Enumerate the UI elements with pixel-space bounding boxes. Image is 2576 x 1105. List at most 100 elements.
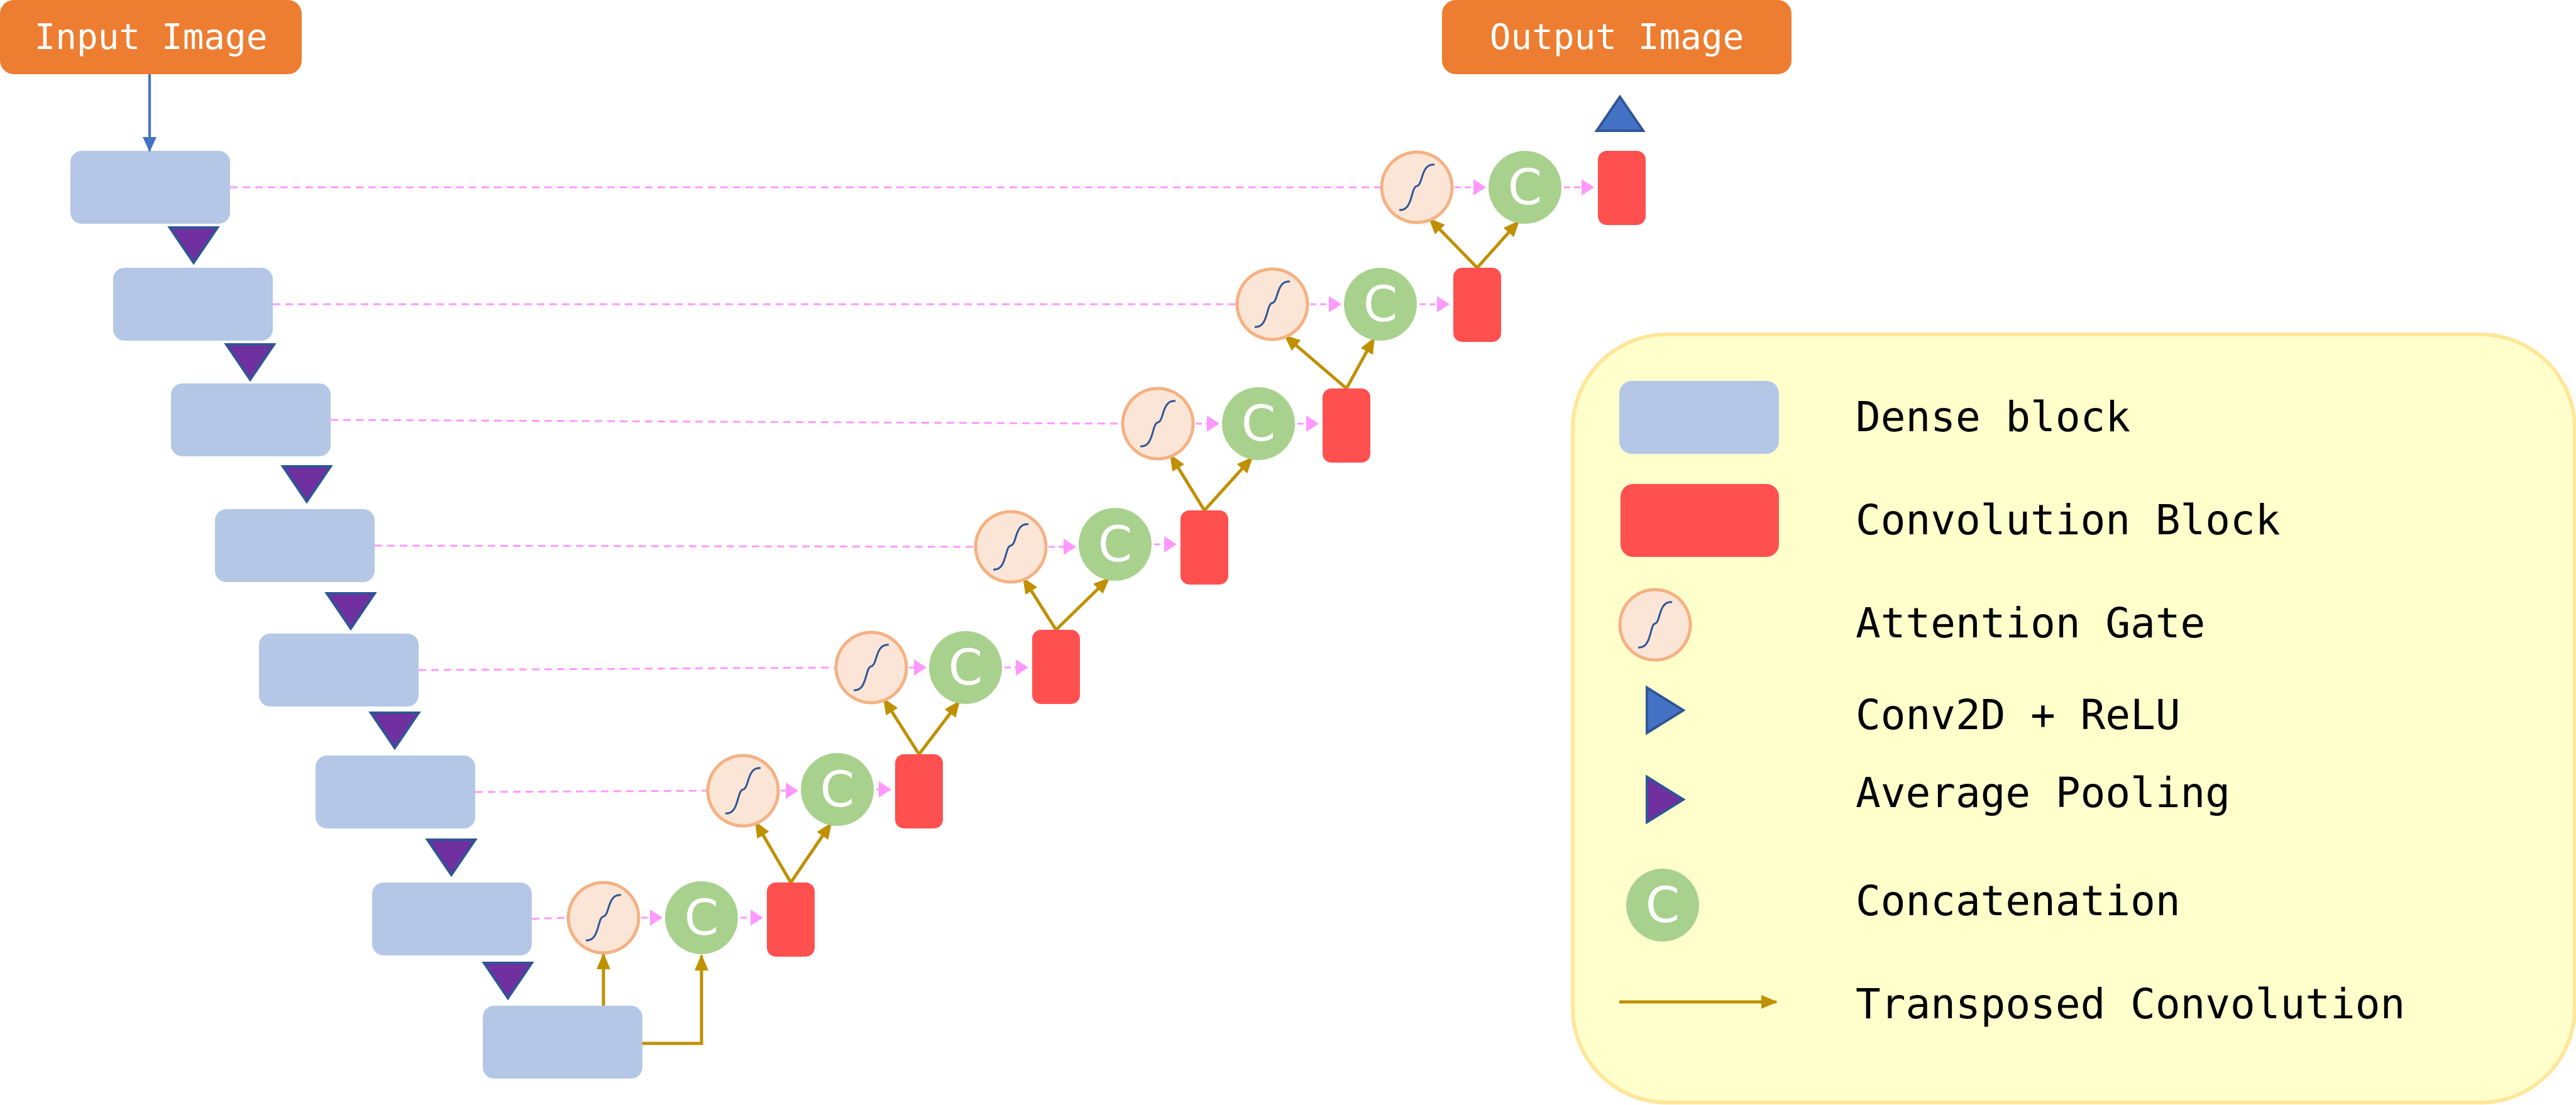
dense-block-2: [113, 268, 273, 341]
transposed-conv-to-ag-3: [1169, 454, 1206, 512]
attention-gate-5: [834, 630, 908, 705]
transposed-conv-to-ag-5: [882, 698, 921, 756]
output-image-label: Output Image: [1490, 17, 1744, 58]
convolution-block-1: [1598, 151, 1646, 225]
legend-average-pooling-label: Average Pooling: [1856, 769, 2230, 817]
concatenation-7: [665, 881, 738, 954]
dense-block-7: [372, 882, 532, 955]
output-image-box: Output Image: [1442, 0, 1792, 74]
sigmoid-icon-5: [853, 644, 889, 691]
transposed-conv-to-concat-5: [918, 700, 960, 756]
flow-concat-to-conv-2-head: [1437, 296, 1450, 312]
average-pooling-icon-3: [280, 465, 333, 504]
sigmoid-icon-6: [725, 767, 761, 815]
attention-gate-3: [1121, 387, 1195, 461]
convolution-block-2: [1453, 268, 1501, 342]
sigmoid-icon-3: [1140, 400, 1176, 448]
sigmoid-icon-1: [1399, 163, 1435, 211]
flow-concat-to-conv-5-head: [1016, 659, 1028, 676]
average-pooling-icon-6: [425, 838, 478, 877]
convolution-block-4: [1181, 510, 1228, 585]
concatenation-2: [1344, 268, 1417, 341]
flow-ag-to-concat-4-head: [1064, 539, 1076, 555]
concatenation-5: [929, 631, 1002, 704]
convolution-block-3: [1323, 388, 1370, 463]
concatenation-3: [1222, 387, 1295, 460]
skip-connection-4: [374, 544, 976, 548]
attention-gate-4: [974, 510, 1048, 584]
convolution-block-5: [1032, 630, 1080, 704]
transposed-conv-to-ag-2: [1284, 334, 1348, 390]
attention-gate-1: [1380, 150, 1454, 224]
legend: Dense block Convolution Block Attention …: [1571, 333, 2576, 1104]
legend-dense-block-label: Dense block: [1856, 393, 2130, 441]
concatenation-letter-3: C: [1241, 396, 1275, 453]
concatenation-letter-7: C: [685, 890, 718, 947]
legend-convolution-block-label: Convolution Block: [1856, 496, 2281, 544]
concatenation-1: [1489, 151, 1561, 224]
transposed-conv-to-concat-1: [1476, 220, 1520, 269]
flow-concat-to-conv-6-head: [879, 781, 891, 798]
dense-block-4: [215, 509, 375, 582]
skip-connection-3: [330, 419, 1123, 425]
transposed-conv-to-ag-4: [1021, 577, 1058, 631]
svg-text:C: C: [1646, 877, 1680, 934]
legend-concatenation-icon: C: [1626, 869, 1699, 942]
flow-concat-to-conv-7-head: [751, 910, 763, 926]
skip-connection-6: [475, 789, 708, 793]
legend-attention-gate-icon: [1618, 588, 1692, 662]
average-pooling-icon-2: [224, 343, 277, 382]
attention-gate-2: [1235, 267, 1309, 341]
conv2d-relu-icon: [1594, 94, 1646, 132]
legend-conv2d-relu-label: Conv2D + ReLU: [1856, 691, 2181, 739]
transposed-conv-to-concat-2: [1345, 337, 1376, 390]
concatenation-letter-2: C: [1363, 277, 1397, 333]
legend-dense-block-icon: [1619, 381, 1779, 454]
attention-gate-7: [566, 881, 641, 955]
concatenation-letter-4: C: [1098, 517, 1132, 573]
skip-connection-7: [531, 916, 569, 920]
flow-ag-to-concat-5-head: [914, 659, 927, 676]
dense-block-3: [171, 383, 331, 456]
dense-block-8: [483, 1006, 642, 1079]
transposed-conv-bottleneck-to-concat: [642, 954, 708, 1045]
flow-concat-to-conv-4-head: [1164, 536, 1177, 552]
legend-convolution-block-icon: [1621, 484, 1779, 557]
transposed-conv-to-concat-4: [1055, 577, 1110, 631]
dense-block-1: [70, 151, 230, 224]
concatenation-letter-5: C: [949, 640, 983, 696]
concatenation-4: [1079, 508, 1152, 581]
legend-average-pooling-icon: [1646, 774, 1686, 825]
average-pooling-icon-1: [167, 226, 220, 265]
flow-ag-to-concat-3-head: [1207, 415, 1219, 432]
flow-concat-to-conv-3-head: [1306, 415, 1319, 432]
concatenation-letter-1: C: [1508, 160, 1542, 216]
transposed-conv-to-concat-6: [789, 822, 833, 884]
convolution-block-7: [767, 882, 815, 957]
sigmoid-icon-4: [993, 523, 1029, 571]
dense-block-6: [316, 756, 475, 828]
flow-ag-to-concat-6-head: [786, 783, 798, 799]
flow-ag-to-concat-7-head: [650, 910, 663, 926]
transposed-conv-to-concat-3: [1203, 456, 1253, 512]
dense-block-5: [259, 634, 419, 706]
concatenation-letter-6: C: [820, 762, 854, 818]
sigmoid-icon-7: [585, 894, 622, 942]
input-image-label: Input Image: [35, 17, 268, 58]
skip-connection-5: [418, 666, 837, 671]
flow-ag-to-concat-1-head: [1473, 179, 1486, 195]
input-image-box: Input Image: [0, 0, 302, 74]
attention-gate-6: [706, 754, 780, 828]
flow-concat-to-conv-1-head: [1582, 179, 1594, 195]
concatenation-6: [801, 753, 874, 826]
average-pooling-icon-5: [368, 712, 421, 750]
average-pooling-icon-4: [324, 592, 377, 631]
legend-panel: [1571, 333, 2576, 1104]
transposed-conv-to-ag-6: [754, 821, 793, 884]
flow-ag-to-concat-2-head: [1329, 296, 1341, 312]
legend-conv2d-relu-icon: [1646, 685, 1686, 735]
average-pooling-icon-7: [482, 962, 534, 1001]
sigmoid-icon-2: [1254, 280, 1291, 328]
legend-concatenation-label: Concatenation: [1856, 877, 2181, 925]
